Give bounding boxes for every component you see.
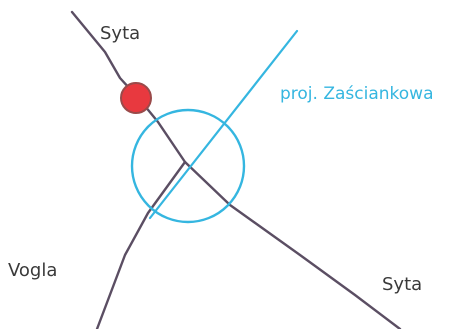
location-marker: [120, 82, 152, 114]
syta-road: [70, 10, 402, 329]
roundabout-circle: [130, 108, 246, 224]
vogla-label: Vogla: [8, 260, 57, 281]
planned-road: [148, 29, 299, 220]
syta-north-label: Syta: [100, 23, 140, 44]
syta-south-label: Syta: [382, 274, 422, 295]
planned-street-label: proj. Zaściankowa: [280, 84, 433, 104]
vogla-road: [95, 160, 187, 329]
